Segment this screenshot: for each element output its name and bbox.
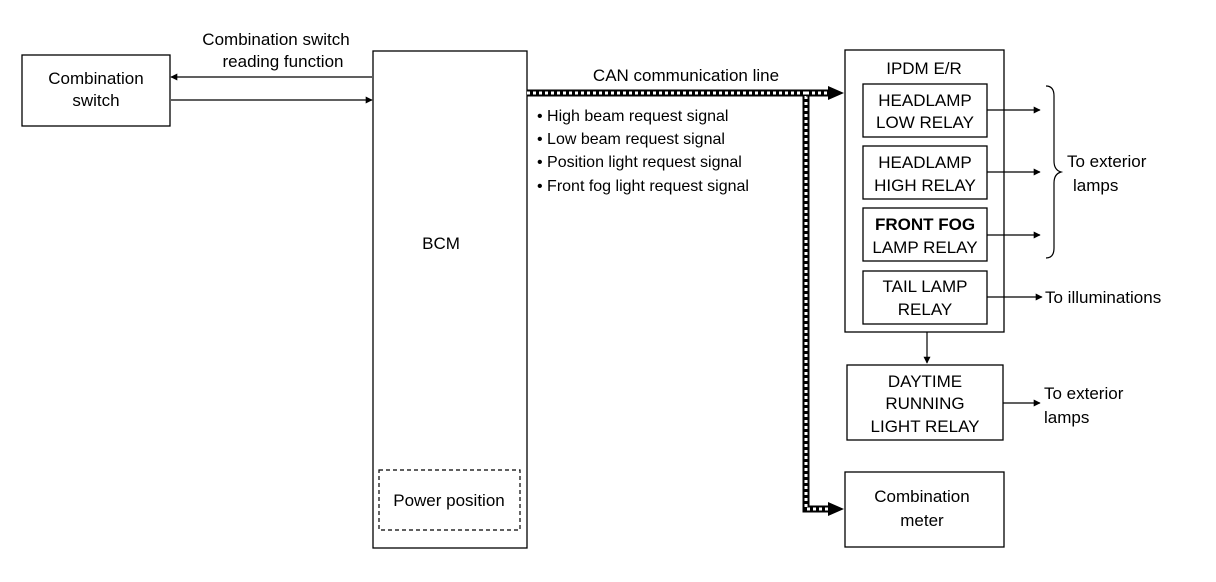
switch-reading-label-line2: reading function (223, 52, 344, 71)
front-fog-lamp-relay: FRONT FOG LAMP RELAY (862, 207, 988, 262)
drl-relay-line3: LIGHT RELAY (871, 417, 980, 436)
drl-relay-line1: DAYTIME (888, 372, 962, 391)
can-to-meter-arrowhead (828, 502, 844, 516)
tail-lamp-relay: TAIL LAMP RELAY (862, 270, 988, 325)
drl-relay-line2: RUNNING (885, 394, 964, 413)
ipdm-er-block: IPDM E/R HEADLAMP LOW RELAY HEADLAMP HIG… (844, 49, 1005, 333)
combination-meter-line2: meter (900, 511, 944, 530)
combination-meter-block: Combination meter (844, 471, 1005, 548)
ipdm-title: IPDM E/R (886, 59, 962, 78)
drl-exterior-lamps-line1: To exterior (1044, 384, 1124, 403)
switch-reading-label-line1: Combination switch (202, 30, 349, 49)
headlamp-low-relay: HEADLAMP LOW RELAY (862, 83, 988, 138)
front-fog-relay-line1: FRONT FOG (875, 215, 975, 234)
signal-position-light: • Position light request signal (537, 154, 742, 171)
drl-exterior-lamps-line2: lamps (1044, 408, 1089, 427)
illuminations-label: To illuminations (1045, 288, 1161, 307)
combination-switch-block: Combination switch (21, 54, 171, 127)
headlamp-high-relay-line2: HIGH RELAY (874, 176, 976, 195)
signal-low-beam: • Low beam request signal (537, 131, 725, 148)
exterior-lamps-label-line1: To exterior (1067, 152, 1147, 171)
combination-switch-label-line1: Combination (48, 69, 143, 88)
headlamp-high-relay-line1: HEADLAMP (878, 153, 972, 172)
tail-lamp-relay-line2: RELAY (898, 300, 953, 319)
exterior-lamps-label-line2: lamps (1073, 176, 1118, 195)
headlamp-high-relay: HEADLAMP HIGH RELAY (862, 145, 988, 200)
signal-high-beam: • High beam request signal (537, 108, 728, 125)
power-position-label: Power position (393, 491, 505, 510)
tail-lamp-relay-line1: TAIL LAMP (882, 277, 967, 296)
headlamp-low-relay-line2: LOW RELAY (876, 113, 974, 132)
front-fog-relay-line2: LAMP RELAY (872, 238, 977, 257)
signal-front-fog: • Front fog light request signal (537, 178, 749, 195)
combination-meter-line1: Combination (874, 487, 969, 506)
can-line-label: CAN communication line (593, 66, 779, 85)
bcm-label: BCM (422, 234, 460, 253)
power-position-box (378, 469, 521, 531)
can-to-ipdm-arrowhead (828, 86, 844, 100)
can-communication-line (527, 86, 844, 516)
headlamp-low-relay-line1: HEADLAMP (878, 91, 972, 110)
combination-switch-label-line2: switch (72, 91, 119, 110)
exterior-lamps-brace (1045, 85, 1064, 259)
daytime-running-light-relay: DAYTIME RUNNING LIGHT RELAY (846, 364, 1004, 441)
bcm-block: BCM Power position (372, 50, 528, 549)
